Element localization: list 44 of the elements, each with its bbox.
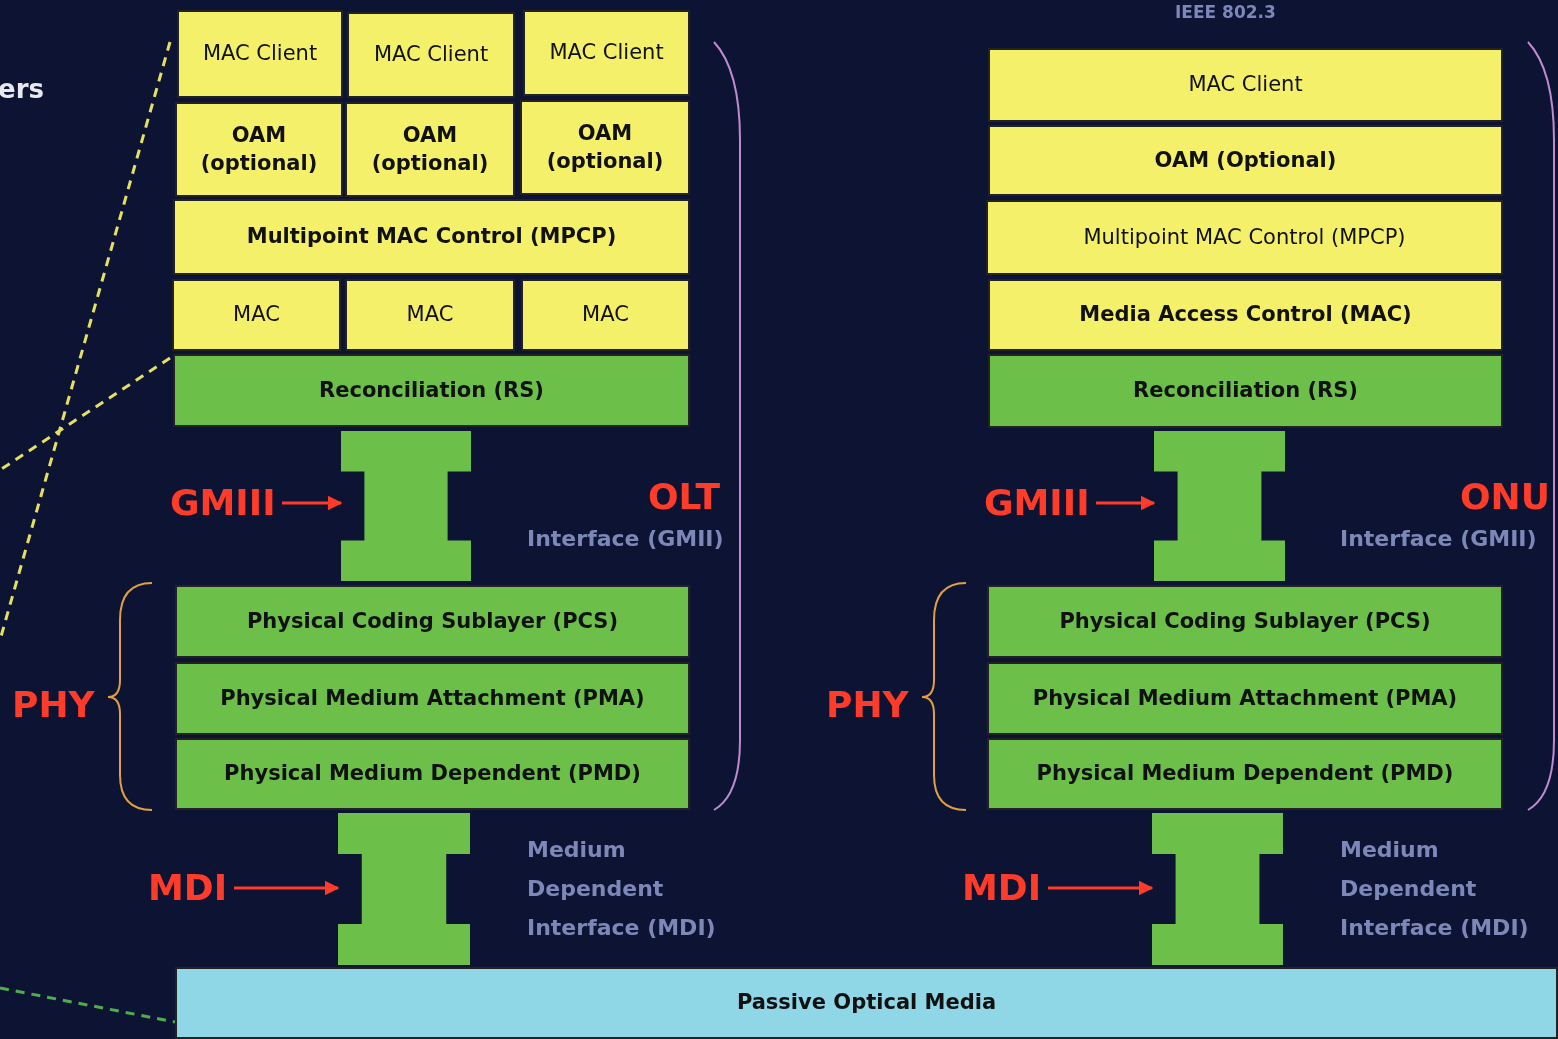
- arrow: [282, 495, 343, 511]
- layer-box: Multipoint MAC Control (MPCP): [173, 199, 690, 275]
- interface-note: Interface (GMII): [1340, 526, 1537, 551]
- interface-connector: [1152, 813, 1283, 965]
- device-label: OLT: [648, 476, 721, 517]
- device-label: ONU: [1460, 476, 1550, 517]
- layer-box: Media Access Control (MAC): [988, 279, 1503, 351]
- interface-label: GMIII: [170, 478, 282, 528]
- interface-connector: [338, 813, 470, 965]
- standard-label: IEEE 802.3: [1175, 2, 1276, 22]
- layer-box: MAC Client: [347, 12, 515, 98]
- layer-box: OAM (optional): [175, 102, 343, 197]
- layer-box: MAC: [521, 279, 690, 351]
- layer-box: Reconciliation (RS): [988, 354, 1503, 428]
- phy-label: PHY: [12, 684, 95, 725]
- layer-box: Physical Medium Dependent (PMD): [987, 738, 1503, 810]
- layer-box: MAC Client: [988, 48, 1503, 122]
- layer-box: MAC Client: [177, 10, 343, 98]
- interface-note: Medium Dependent Interface (MDI): [1340, 836, 1530, 942]
- layer-box: MAC: [345, 279, 515, 351]
- layer-box: Multipoint MAC Control (MPCP): [986, 200, 1503, 275]
- layer-box: MAC Client: [523, 10, 690, 96]
- layer-box: Physical Medium Attachment (PMA): [987, 662, 1503, 735]
- phy-label: PHY: [826, 684, 909, 725]
- interface-note: Interface (GMII): [527, 526, 724, 551]
- layer-box: Physical Medium Attachment (PMA): [175, 662, 690, 735]
- interface-connector: [1154, 431, 1285, 581]
- layer-box: OAM (optional): [345, 102, 515, 197]
- layer-box: MAC: [172, 279, 341, 351]
- interface-label: MDI: [962, 866, 1048, 910]
- interface-label: GMIII: [984, 478, 1096, 528]
- layer-box: Physical Coding Sublayer (PCS): [175, 585, 690, 658]
- interface-note: Medium Dependent Interface (MDI): [527, 836, 717, 942]
- layer-box: Reconciliation (RS): [173, 354, 690, 427]
- layer-box: OAM (Optional): [988, 125, 1503, 196]
- layer-box: Physical Coding Sublayer (PCS): [987, 585, 1503, 658]
- layer-box: Physical Medium Dependent (PMD): [175, 738, 690, 810]
- layer-box: OAM (optional): [520, 100, 690, 195]
- media-layer-box: Passive Optical Media: [175, 967, 1558, 1039]
- arrow: [1048, 880, 1154, 896]
- arrow: [234, 880, 340, 896]
- arrow: [1096, 495, 1156, 511]
- interface-label: MDI: [148, 866, 234, 910]
- interface-connector: [341, 431, 471, 581]
